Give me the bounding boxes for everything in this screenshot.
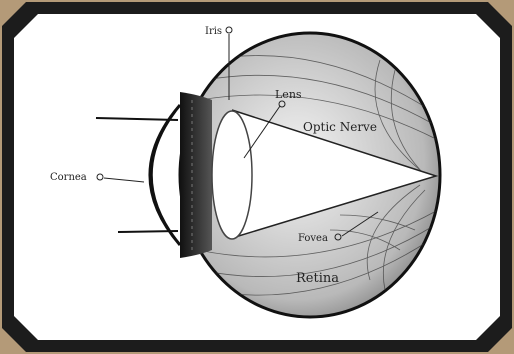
- lens-label: Lens: [275, 88, 302, 101]
- fovea-label: Fovea: [298, 233, 328, 244]
- iris-label: Iris: [205, 26, 222, 37]
- retina-label: Retina: [296, 271, 339, 286]
- cornea-label: Cornea: [50, 172, 87, 183]
- iris-shape: [180, 92, 212, 258]
- incoming-ray-bottom: [118, 231, 178, 232]
- optic-nerve-label: Optic Nerve: [303, 120, 377, 134]
- lens-shape: [212, 111, 252, 239]
